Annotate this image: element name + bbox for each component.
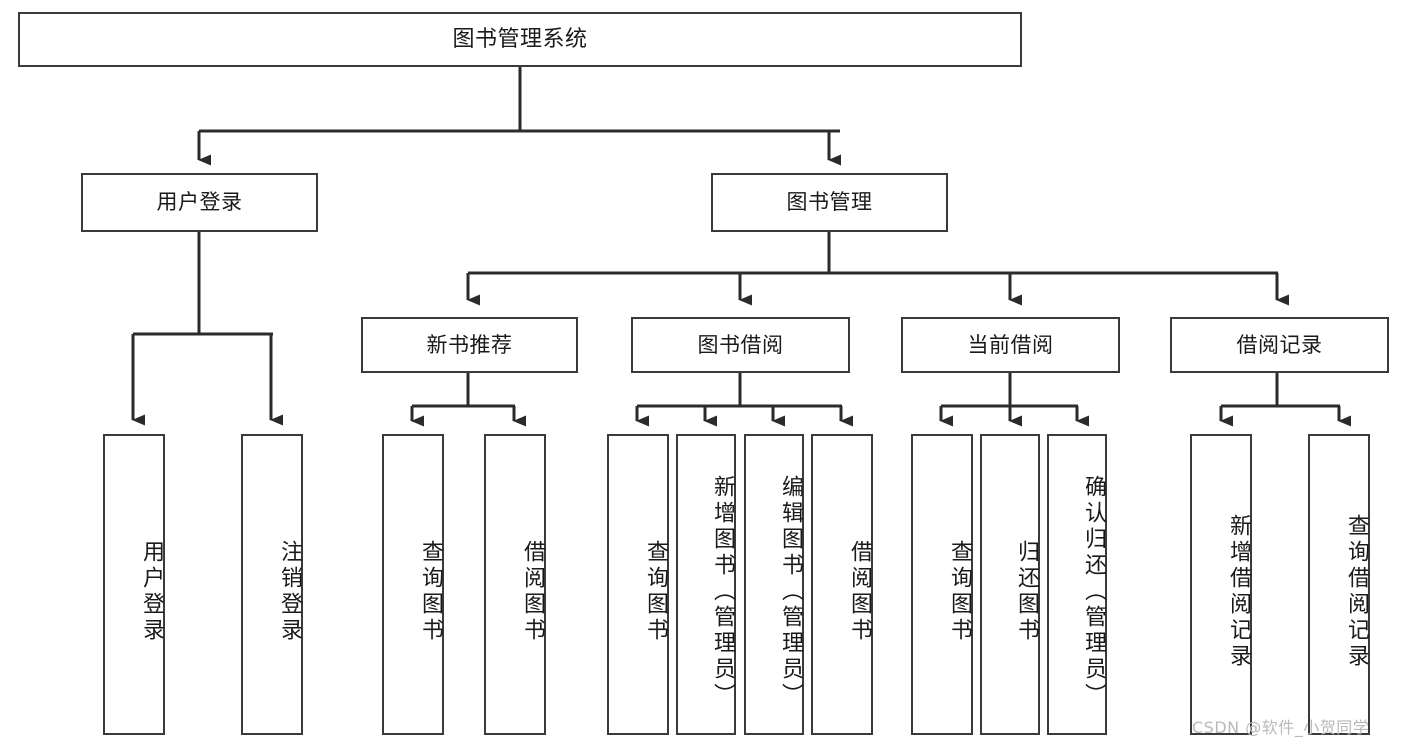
node-leaf-logout-label: 注销登录 [277,539,302,644]
node-leaf-query-book-3-label: 查询图书 [947,539,972,644]
node-book-borrow-label: 图书借阅 [697,332,784,357]
node-leaf-edit-book[interactable]: 编辑图书（管理员） [744,434,804,735]
node-leaf-return-book-label: 归还图书 [1014,539,1039,644]
node-current-borrow[interactable]: 当前借阅 [901,317,1120,373]
node-borrow-record-label: 借阅记录 [1236,332,1323,357]
node-leaf-edit-book-label: 编辑图书（管理员） [778,474,803,709]
node-leaf-confirm-return[interactable]: 确认归还（管理员） [1047,434,1107,735]
node-leaf-query-record-label: 查询借阅记录 [1344,513,1369,670]
node-leaf-logout[interactable]: 注销登录 [241,434,303,735]
node-leaf-borrow-book-2-label: 借阅图书 [847,539,872,644]
node-leaf-borrow-book-1[interactable]: 借阅图书 [484,434,546,735]
node-leaf-user-login-label: 用户登录 [139,539,164,644]
node-book-borrow[interactable]: 图书借阅 [631,317,850,373]
node-leaf-add-book-label: 新增图书（管理员） [710,474,735,709]
node-leaf-add-book[interactable]: 新增图书（管理员） [676,434,736,735]
node-leaf-query-book-1-label: 查询图书 [418,539,443,644]
csdn-watermark: CSDN @软件_小贺同学 [1192,718,1370,737]
node-borrow-record[interactable]: 借阅记录 [1170,317,1389,373]
node-leaf-borrow-book-1-label: 借阅图书 [520,539,545,644]
node-root[interactable]: 图书管理系统 [18,12,1022,67]
node-book-manage-label: 图书管理 [786,190,873,215]
node-root-label: 图书管理系统 [452,26,588,52]
node-leaf-add-record-label: 新增借阅记录 [1226,513,1251,670]
node-leaf-add-record[interactable]: 新增借阅记录 [1190,434,1252,735]
node-leaf-confirm-return-label: 确认归还（管理员） [1081,474,1106,709]
node-new-book-recommend-label: 新书推荐 [426,332,513,357]
node-leaf-return-book[interactable]: 归还图书 [980,434,1040,735]
node-leaf-query-book-3[interactable]: 查询图书 [911,434,973,735]
node-new-book-recommend[interactable]: 新书推荐 [361,317,578,373]
node-current-borrow-label: 当前借阅 [967,332,1054,357]
node-user-login-label: 用户登录 [156,190,243,215]
node-leaf-query-book-2-label: 查询图书 [643,539,668,644]
node-leaf-user-login[interactable]: 用户登录 [103,434,165,735]
node-leaf-query-book-1[interactable]: 查询图书 [382,434,444,735]
node-leaf-borrow-book-2[interactable]: 借阅图书 [811,434,873,735]
node-user-login[interactable]: 用户登录 [81,173,318,232]
node-leaf-query-book-2[interactable]: 查询图书 [607,434,669,735]
node-book-manage[interactable]: 图书管理 [711,173,948,232]
node-leaf-query-record[interactable]: 查询借阅记录 [1308,434,1370,735]
